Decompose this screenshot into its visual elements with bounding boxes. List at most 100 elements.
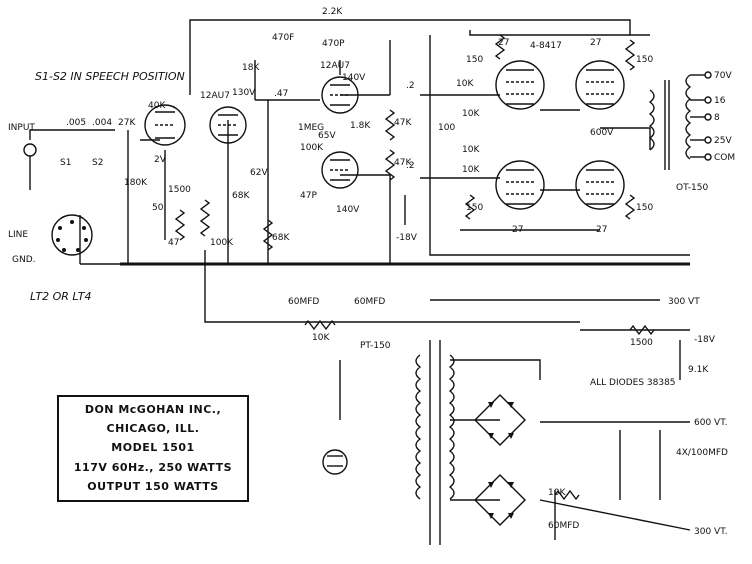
value-c-2-a: .2 <box>406 81 415 91</box>
value-r-004: .004 <box>92 118 112 128</box>
label-line: LINE <box>8 230 28 240</box>
value-r-180k: 180K <box>124 178 148 188</box>
value-r-2-2k: 2.2K <box>322 7 343 17</box>
value-r-1-8k: 1.8K <box>350 121 371 131</box>
label-s2: S2 <box>92 158 103 168</box>
value-r-150-bl: 150 <box>466 203 483 213</box>
info-city: CHICAGO, ILL. <box>106 422 200 436</box>
value-r-27-bl: 27 <box>512 225 523 235</box>
value-v130: 130V <box>232 88 256 98</box>
tube-output-tl <box>495 60 545 110</box>
info-company: DON McGOHAN INC., <box>84 403 222 417</box>
label-caps-4x: 4X/100MFD <box>676 448 728 458</box>
value-v65: 65V <box>318 131 336 141</box>
value-r-10k-g3: 10K <box>462 145 480 155</box>
value-r-100k-cath: 100K <box>300 143 324 153</box>
label-tap-70v: 70V <box>714 71 732 81</box>
label-socket: LT2 OR LT4 <box>30 290 92 303</box>
label-tap-16: 16 <box>714 96 726 106</box>
tube-v3 <box>321 76 359 114</box>
bridge-rectifier-600 <box>474 394 526 446</box>
value-r-68k-b: 68K <box>272 233 290 243</box>
info-power: 117V 60Hz., 250 WATTS <box>73 460 233 474</box>
value-c-47: .47 <box>274 89 288 99</box>
value-r-47: 47 <box>168 238 179 248</box>
value-c-60mfd-ps: 60MFD <box>548 521 579 531</box>
label-rail-300: 300 VT <box>668 297 700 307</box>
value-c-2-b: .2 <box>406 161 415 171</box>
value-r-27-tr: 27 <box>590 38 601 48</box>
tube-v4 <box>321 151 359 189</box>
label-bias-18b: -18V <box>694 335 716 345</box>
value-c-60mfd-a: 60MFD <box>288 297 319 307</box>
label-rail-600: 600 VT. <box>694 418 728 428</box>
value-r-1meg: 1MEG <box>298 123 324 133</box>
value-c-60mfd-b: 60MFD <box>354 297 385 307</box>
value-r-150-tr: 150 <box>636 55 653 65</box>
label-tap-com: COM <box>714 153 735 163</box>
tube-v2 <box>209 106 247 144</box>
output-transformer <box>648 71 712 170</box>
label-ot: OT-150 <box>676 183 708 193</box>
value-r-40k: 40K <box>148 101 166 111</box>
label-bias-18: -18V <box>396 233 418 243</box>
label-s1: S1 <box>60 158 71 168</box>
resistors <box>174 34 655 501</box>
value-r-10k-bus: 10K <box>312 333 330 343</box>
value-v62: 62V <box>250 168 268 178</box>
label-diodes: ALL DIODES 38385 <box>590 378 676 388</box>
value-r-9-1k: 9.1K <box>688 365 709 375</box>
rectifier-tube <box>322 449 348 475</box>
value-r-1500: 1500 <box>168 185 191 195</box>
tube-output-br <box>575 160 625 210</box>
value-r-10k-g2: 10K <box>462 109 480 119</box>
value-r-150-tl: 150 <box>466 55 483 65</box>
label-12au7-a: 12AU7 <box>200 91 230 101</box>
value-c-470p-top: 470P <box>322 39 345 49</box>
value-r-150-br: 150 <box>636 203 653 213</box>
info-output: OUTPUT 150 WATTS <box>87 479 219 493</box>
speech-note-1: S1-S2 IN SPEECH POSITION <box>35 70 185 83</box>
value-c-470f: 470F <box>272 33 294 43</box>
label-pt: PT-150 <box>360 341 391 351</box>
value-r-27k: 27K <box>118 118 136 128</box>
label-tap-25v: 25V <box>714 136 732 146</box>
value-r-10k-ps: 10K <box>548 488 566 498</box>
wiring <box>29 19 691 545</box>
value-c-47p: 47P <box>300 191 317 201</box>
label-output-tubes: 4-8417 <box>530 41 562 51</box>
value-c-50: 50 <box>152 203 164 213</box>
label-gnd: GND. <box>12 255 36 265</box>
label-12au7-b: 12AU7 <box>320 61 350 71</box>
value-r-18k: 18K <box>242 63 260 73</box>
tube-output-tr <box>575 60 625 110</box>
model-info-box: DON McGOHAN INC., CHICAGO, ILL. MODEL 15… <box>57 395 249 502</box>
label-tap-8: 8 <box>714 113 720 123</box>
input-socket <box>51 214 93 256</box>
value-r-47k-a: 47K <box>394 118 412 128</box>
label-input: INPUT <box>8 123 35 133</box>
value-r-05: .005 <box>66 118 86 128</box>
label-600v: 600V <box>590 128 614 138</box>
value-v140-bot: 140V <box>336 205 360 215</box>
tube-v1 <box>144 104 186 146</box>
labels: S1-S2 IN SPEECH POSITION INPUT S1 S2 LIN… <box>8 7 735 537</box>
value-v2: 2V <box>154 155 167 165</box>
power-transformer <box>415 354 455 500</box>
value-r-100-bias: 100 <box>438 123 455 133</box>
value-r-47k-b: 47K <box>394 158 412 168</box>
label-rail-300b: 300 VT. <box>694 527 728 537</box>
info-model: MODEL 1501 <box>111 441 195 455</box>
value-r-100k-plate: 100K <box>210 238 234 248</box>
bridge-rectifier-300 <box>474 474 526 526</box>
value-r-10k-g1: 10K <box>456 79 474 89</box>
value-r-27-tl: 27 <box>498 38 509 48</box>
value-r-27-br: 27 <box>596 225 607 235</box>
value-r-10k-g4: 10K <box>462 165 480 175</box>
value-r-68k: 68K <box>232 191 250 201</box>
input-jack <box>23 143 37 190</box>
value-r-1500-bias: 1500 <box>630 338 653 348</box>
value-v140-top: 140V <box>342 73 366 83</box>
tube-output-bl <box>495 160 545 210</box>
